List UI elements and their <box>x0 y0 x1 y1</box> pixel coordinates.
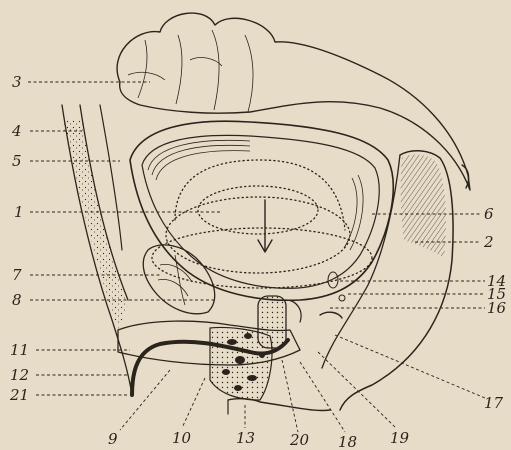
label-10: 10 <box>172 429 192 447</box>
label-17: 17 <box>484 394 504 412</box>
rectum-shape <box>322 151 469 410</box>
label-20: 20 <box>289 431 310 449</box>
label-19: 19 <box>390 429 410 447</box>
spine-shape <box>62 105 132 395</box>
label-8: 8 <box>12 291 22 309</box>
seminal-vesicle-shape <box>143 245 214 314</box>
label-2: 2 <box>483 233 494 251</box>
label-6: 6 <box>484 205 494 223</box>
label-16: 16 <box>487 299 507 317</box>
label-13: 13 <box>236 429 255 447</box>
label-1: 1 <box>14 203 24 221</box>
label-3: 3 <box>12 73 22 91</box>
label-21: 21 <box>9 386 29 404</box>
label-9: 9 <box>108 430 118 448</box>
label-7: 7 <box>12 266 22 284</box>
label-11: 11 <box>10 341 29 359</box>
label-12: 12 <box>10 366 29 384</box>
bladder-shape <box>130 121 393 300</box>
label-18: 18 <box>338 433 357 450</box>
label-5: 5 <box>12 152 22 170</box>
bulb-shape <box>228 399 330 414</box>
label-4: 4 <box>11 122 22 140</box>
